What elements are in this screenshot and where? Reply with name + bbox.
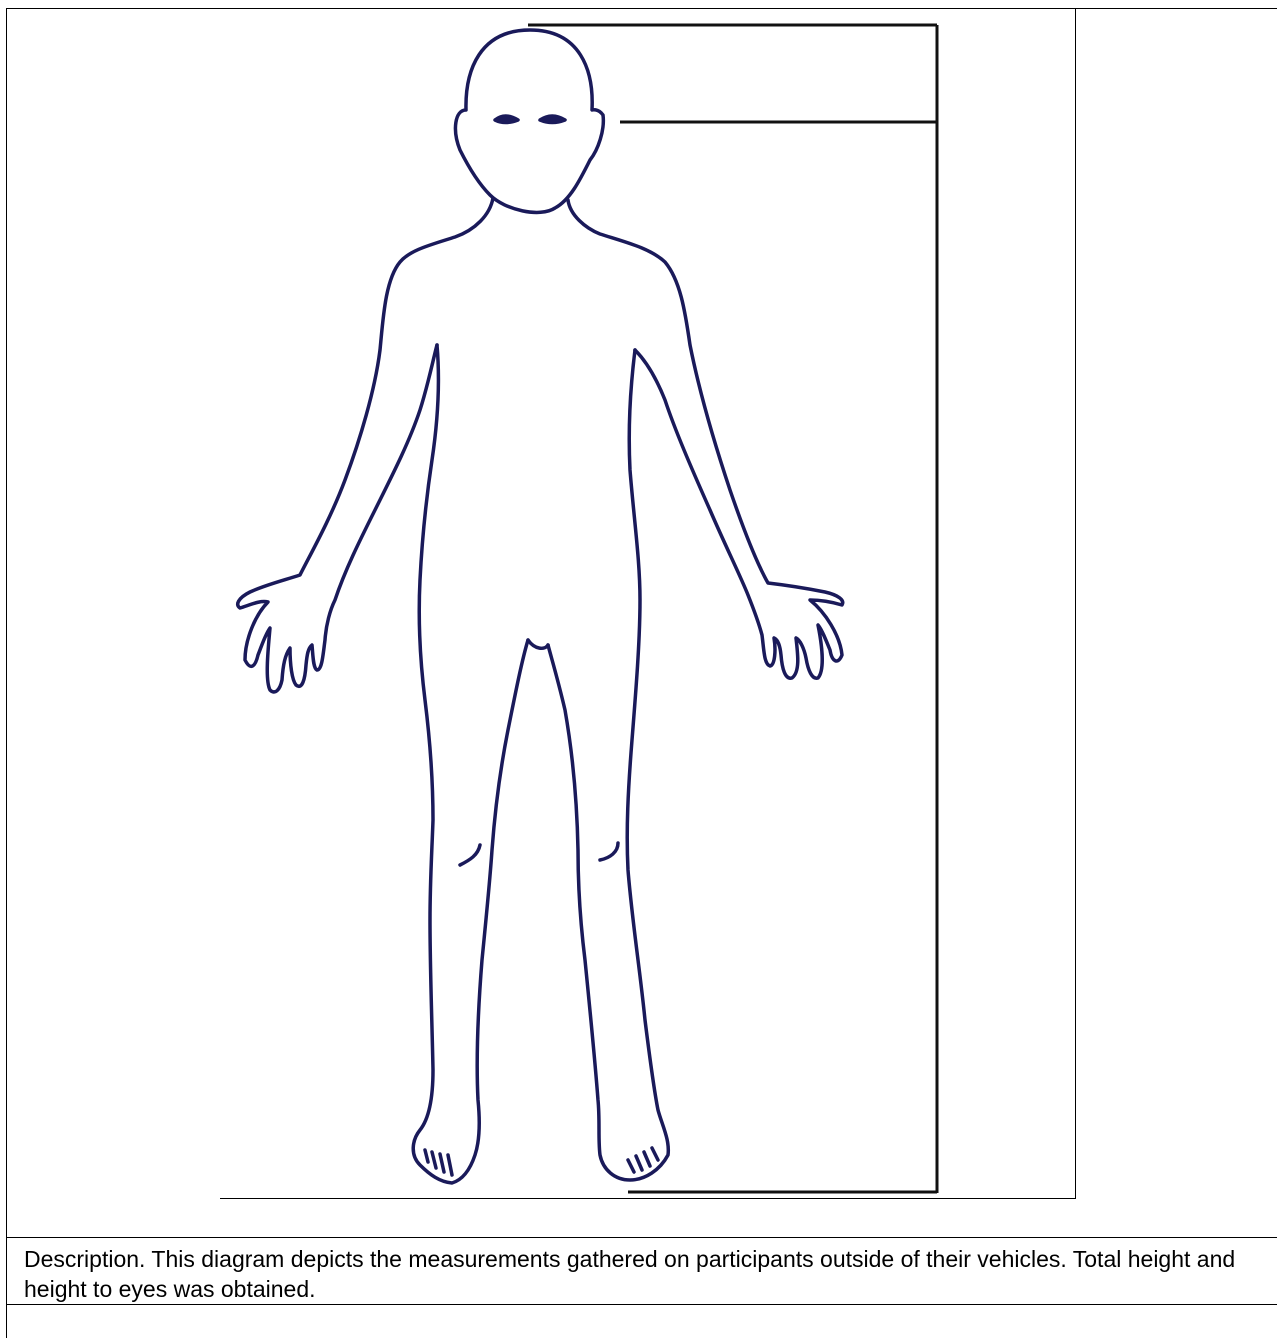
crotch-line [528, 640, 548, 648]
figure-description: Description. This diagram depicts the me… [24, 1244, 1264, 1304]
human-body-outline [238, 30, 843, 1183]
head-outline [455, 30, 603, 212]
body-right-contour [568, 200, 843, 678]
body-left-contour [238, 198, 493, 692]
row-divider-bottom [6, 1304, 1277, 1305]
right-toes [628, 1148, 658, 1172]
right-eye [540, 116, 565, 123]
right-inner-arm [548, 350, 668, 1180]
left-knee [460, 845, 480, 865]
left-eye [495, 116, 518, 123]
left-inner-arm [413, 345, 528, 1183]
right-knee [600, 843, 618, 860]
body-measurement-figure [0, 0, 1277, 1238]
